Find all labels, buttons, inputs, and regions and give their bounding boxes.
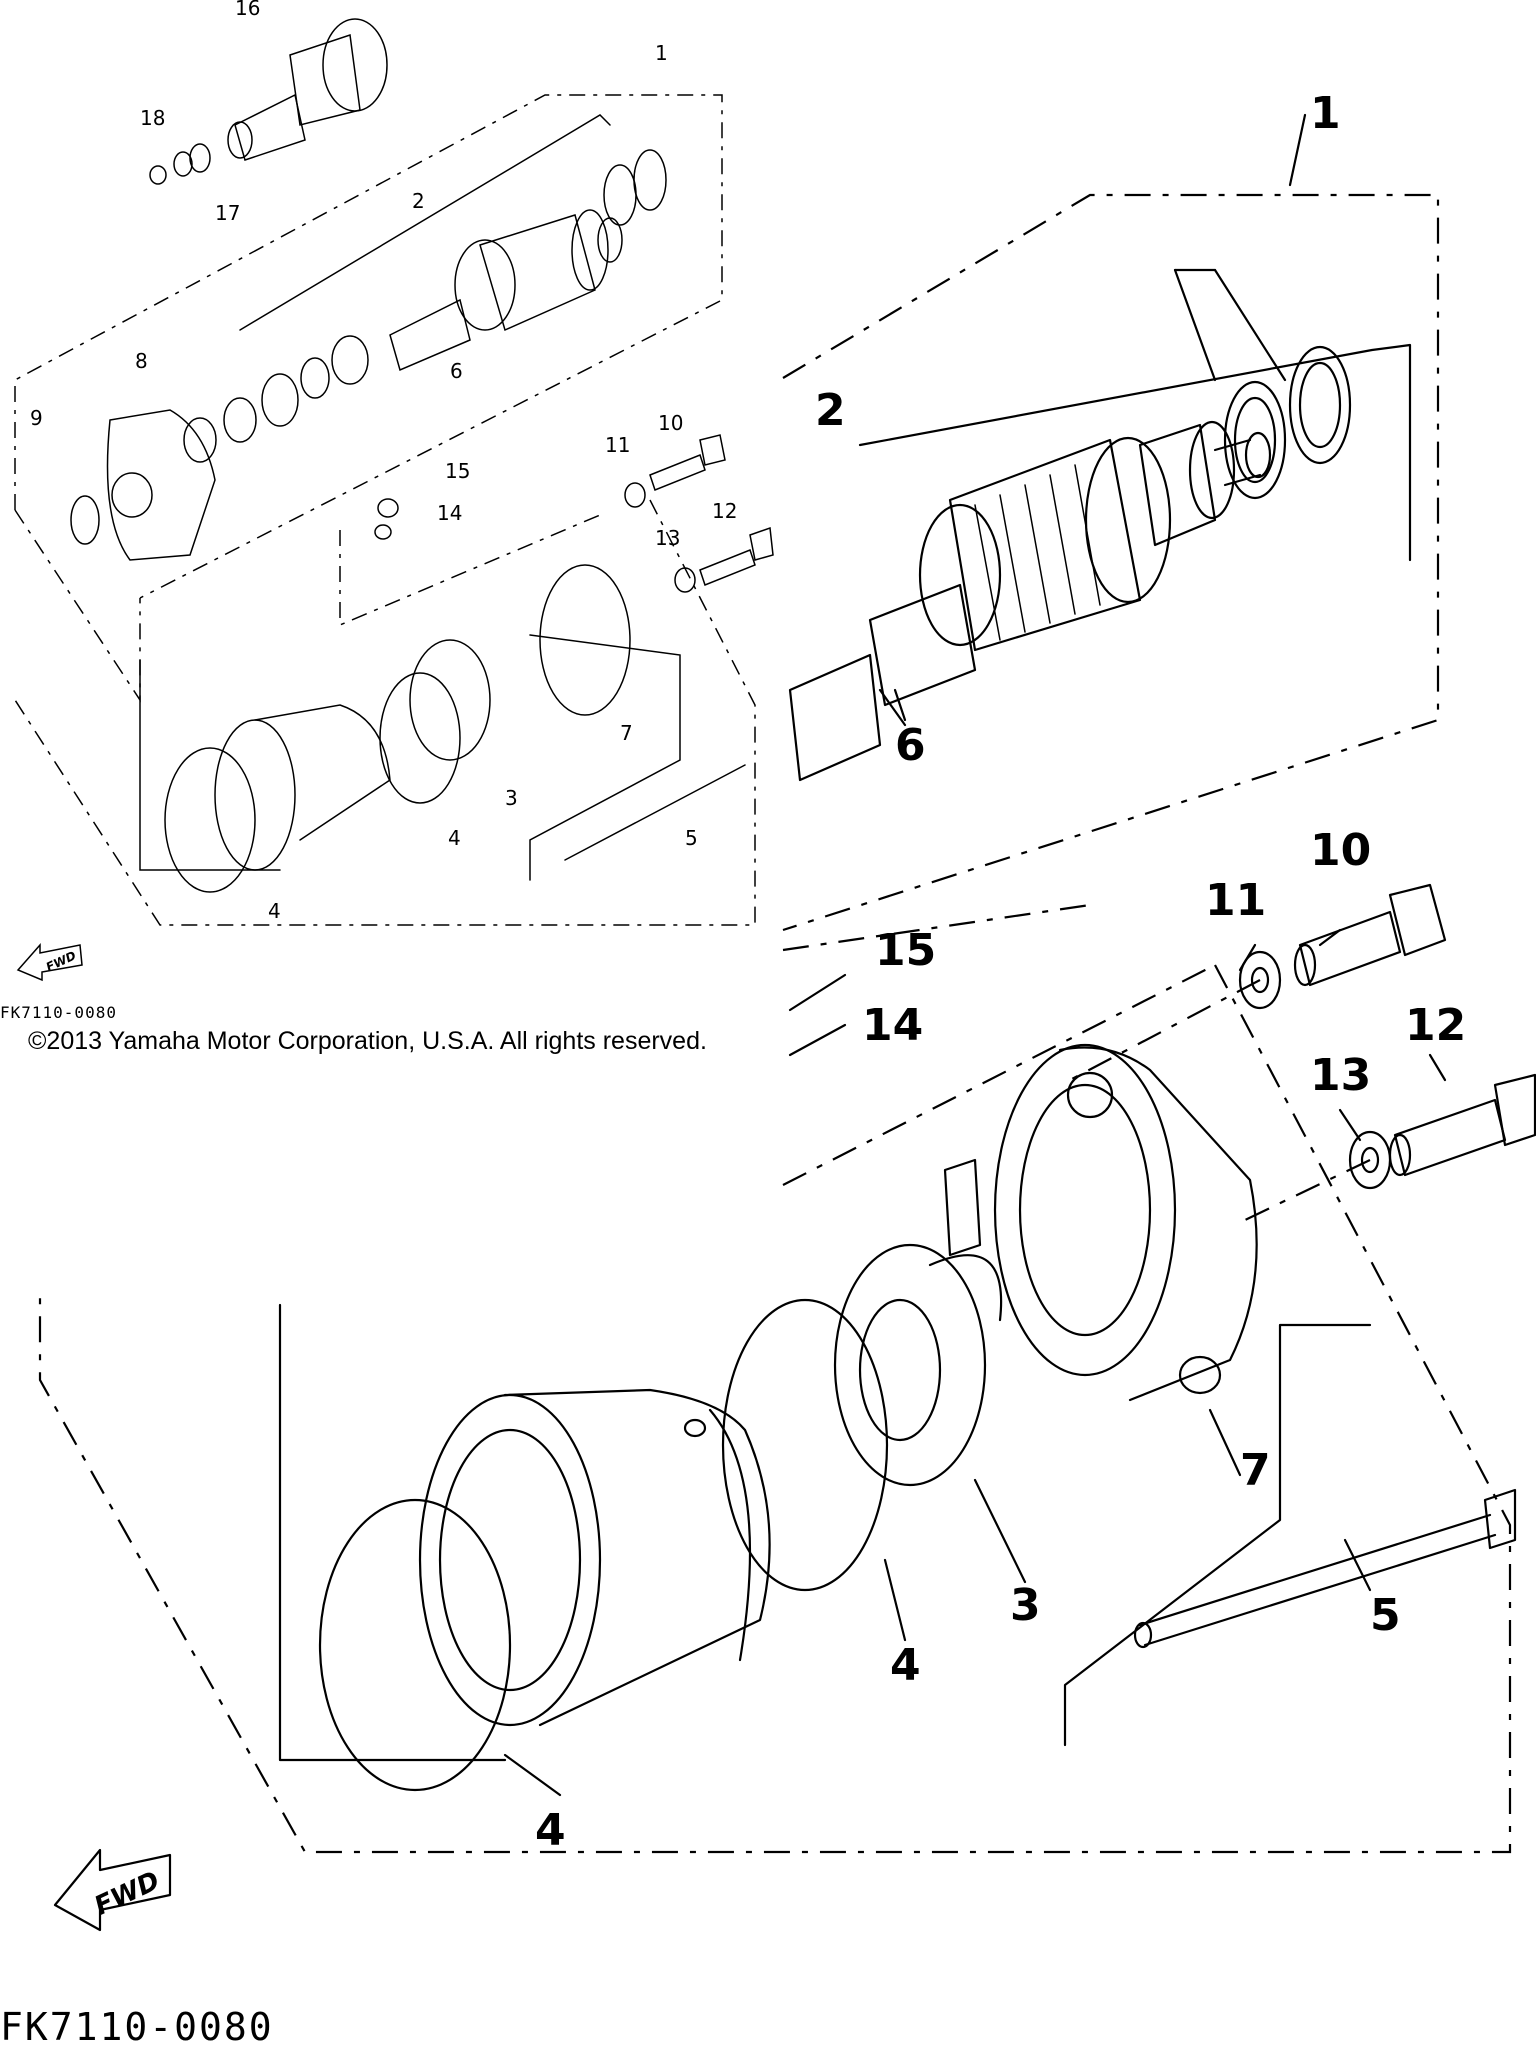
o-ring-front (318, 1498, 512, 1792)
small-label-18: 18 (140, 106, 165, 130)
overview-view (0, 0, 775, 1015)
starter-clutch-illustration (149, 18, 388, 185)
small-label-10: 10 (658, 411, 683, 435)
part-label-6: 6 (895, 720, 926, 771)
small-label-13: 13 (655, 526, 680, 550)
small-label-2: 2 (412, 189, 425, 213)
o-ring-9 (70, 495, 100, 545)
assembly-outline-lower (38, 964, 1512, 1854)
detail-view (38, 113, 1536, 1932)
part-label-4-rear: 4 (890, 1640, 921, 1691)
fwd-arrow-icon (53, 1848, 172, 1932)
small-label-4-front: 4 (268, 899, 281, 923)
part-label-7: 7 (1240, 1445, 1271, 1496)
small-label-5: 5 (685, 826, 698, 850)
small-label-3: 3 (505, 786, 518, 810)
small-label-12: 12 (712, 499, 737, 523)
small-label-15: 15 (445, 459, 470, 483)
small-label-4-rear: 4 (448, 826, 461, 850)
part-label-4-front: 4 (535, 1805, 566, 1856)
part-label-14: 14 (862, 1000, 923, 1051)
brush-plate-illustration (833, 1158, 1003, 1487)
small-label-1: 1 (655, 41, 668, 65)
washer-11 (1238, 950, 1282, 1010)
washer-13 (1348, 1130, 1392, 1190)
assembly-outline-1 (782, 193, 1440, 932)
part-label-12: 12 (1405, 1000, 1466, 1051)
front-cover-small (106, 409, 216, 561)
fwd-label: FWD (90, 1866, 164, 1922)
part-label-13: 13 (1310, 1050, 1371, 1101)
small-label-6: 6 (450, 359, 463, 383)
through-bolt-illustration (1133, 1488, 1517, 1649)
part-label-5: 5 (1370, 1590, 1401, 1641)
bolt-10-illustration (1293, 883, 1447, 987)
part-label-2: 2 (815, 385, 846, 436)
small-label-7: 7 (620, 721, 633, 745)
bolt-12-illustration (1388, 1073, 1536, 1177)
fwd-arrow-small-icon (16, 943, 83, 982)
diagram-code: FK7110-0080 (0, 2005, 274, 2048)
small-label-16: 16 (235, 0, 260, 20)
o-ring-rear (721, 1298, 889, 1592)
small-label-11: 11 (605, 433, 630, 457)
end-cover-illustration (993, 1043, 1258, 1402)
small-label-14: 14 (437, 501, 462, 525)
diagram-code-small: FK7110-0080 (0, 1003, 117, 1022)
part-label-10: 10 (1310, 825, 1371, 876)
washer-rings (1223, 345, 1352, 500)
yoke-housing-illustration (418, 1388, 771, 1727)
part-label-11: 11 (1205, 875, 1266, 926)
part-label-1: 1 (1310, 88, 1341, 139)
part-label-15: 15 (875, 925, 936, 976)
small-label-8: 8 (135, 349, 148, 373)
armature-illustration (788, 420, 1272, 782)
copyright-notice: ©2013 Yamaha Motor Corporation, U.S.A. A… (28, 1027, 707, 1056)
part-label-3: 3 (1010, 1580, 1041, 1631)
small-label-17: 17 (215, 201, 240, 225)
small-label-9: 9 (30, 406, 43, 430)
armature-small-illustration (389, 209, 623, 372)
